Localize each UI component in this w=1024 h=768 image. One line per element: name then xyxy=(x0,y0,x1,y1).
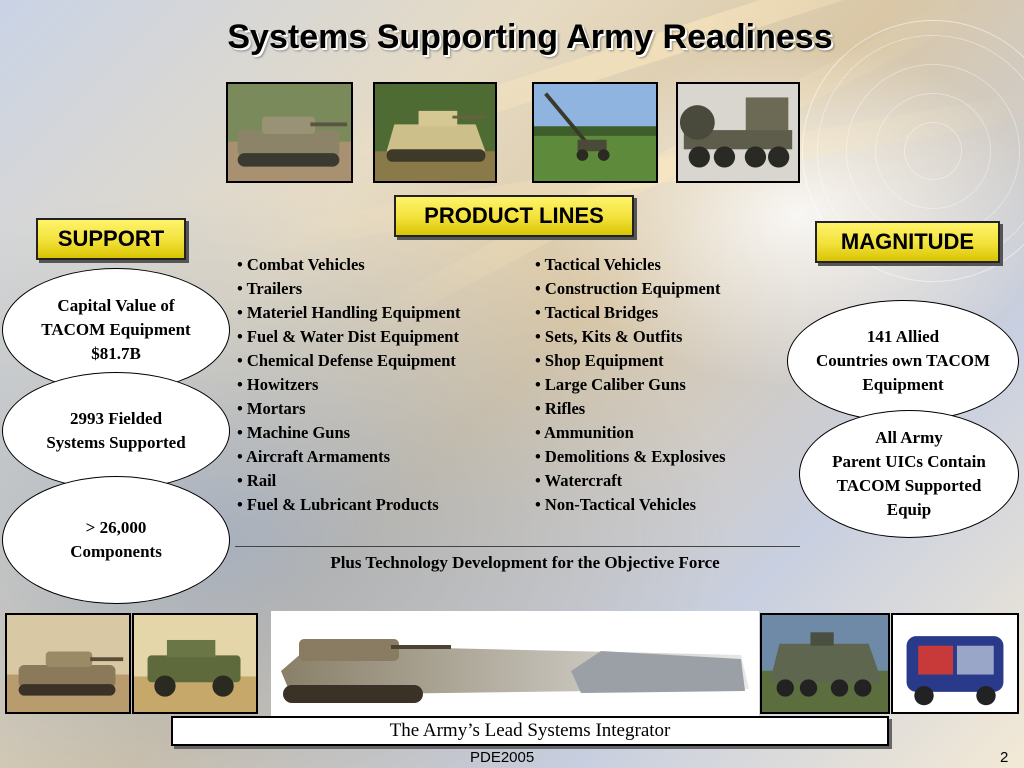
product-line-item: Fuel & Lubricant Products xyxy=(237,493,527,517)
product-lines-label: PRODUCT LINES xyxy=(394,195,634,237)
magnitude-ellipse-allied-countries: 141 Allied Countries own TACOM Equipment xyxy=(787,300,1019,422)
product-line-item: Howitzers xyxy=(237,373,527,397)
magnitude-ellipse-army-uics: All Army Parent UICs Contain TACOM Suppo… xyxy=(799,410,1019,538)
product-line-item: Demolitions & Explosives xyxy=(535,445,795,469)
product-lines-list-right: Tactical Vehicles Construction Equipment… xyxy=(535,253,795,517)
product-line-item: Watercraft xyxy=(535,469,795,493)
stryker-vehicle-photo xyxy=(760,613,890,714)
howitzer-photo xyxy=(532,82,658,183)
product-line-item: Trailers xyxy=(237,277,527,301)
product-line-item: Combat Vehicles xyxy=(237,253,527,277)
technology-note: Plus Technology Development for the Obje… xyxy=(330,553,720,572)
magnitude-item-text: All Army Parent UICs Contain TACOM Suppo… xyxy=(832,428,986,519)
support-item-text: > 26,000 Components xyxy=(70,518,162,561)
product-line-item: Rail xyxy=(237,469,527,493)
product-line-item: Tactical Bridges xyxy=(535,301,795,325)
product-line-item: Chemical Defense Equipment xyxy=(237,349,527,373)
support-item-text: 2993 Fielded Systems Supported xyxy=(46,409,186,452)
product-line-item: Aircraft Armaments xyxy=(237,445,527,469)
divider-line xyxy=(235,546,800,547)
product-line-item: Non-Tactical Vehicles xyxy=(535,493,795,517)
product-line-item: Mortars xyxy=(237,397,527,421)
product-line-item: Large Caliber Guns xyxy=(535,373,795,397)
support-label: SUPPORT xyxy=(36,218,186,260)
product-lines-list-left: Combat Vehicles Trailers Materiel Handli… xyxy=(237,253,527,517)
support-item-text: Capital Value of TACOM Equipment $81.7B xyxy=(41,296,191,363)
humvee-photo xyxy=(132,613,258,714)
magnitude-item-text: 141 Allied Countries own TACOM Equipment xyxy=(815,327,991,394)
product-line-item: Machine Guns xyxy=(237,421,527,445)
product-line-item: Materiel Handling Equipment xyxy=(237,301,527,325)
bradley-vehicle-photo xyxy=(373,82,497,183)
product-line-item: Construction Equipment xyxy=(535,277,795,301)
footer-text: PDE2005 xyxy=(470,749,535,766)
support-ellipse-fielded-systems: 2993 Fielded Systems Supported xyxy=(2,372,230,490)
tank-desert-photo xyxy=(5,613,131,714)
product-line-item: Shop Equipment xyxy=(535,349,795,373)
tank-future-concept-graphic xyxy=(271,611,759,717)
lead-systems-integrator-banner: The Army’s Lead Systems Integrator xyxy=(171,716,889,746)
magnitude-label: MAGNITUDE xyxy=(815,221,1000,263)
product-line-item: Fuel & Water Dist Equipment xyxy=(237,325,527,349)
product-line-item: Ammunition xyxy=(535,421,795,445)
support-ellipse-capital-value: Capital Value of TACOM Equipment $81.7B xyxy=(2,268,230,392)
product-line-item: Sets, Kits & Outfits xyxy=(535,325,795,349)
product-line-item: Tactical Vehicles xyxy=(535,253,795,277)
support-ellipse-components: > 26,000 Components xyxy=(2,476,230,604)
product-line-item: Rifles xyxy=(535,397,795,421)
heavy-truck-photo xyxy=(676,82,800,183)
page-number: 2 xyxy=(1000,749,1009,766)
slide-title: Systems Supporting Army Readiness xyxy=(227,18,833,56)
cutaway-vehicle-graphic xyxy=(891,613,1019,714)
tank-photo xyxy=(226,82,353,183)
